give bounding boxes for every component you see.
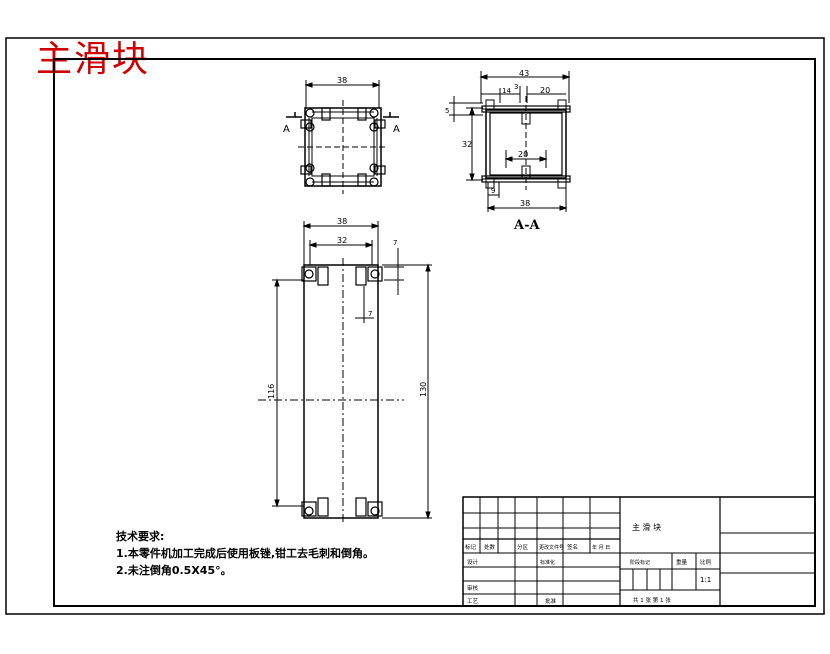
- tb-stage-mark: 阶段标记: [630, 559, 650, 566]
- title-block-part-name: 主 滑 块: [632, 522, 661, 532]
- tb-standard: 标准化: [540, 559, 555, 566]
- section-view: [449, 71, 571, 212]
- dim-section-20-mid: 20: [518, 150, 528, 159]
- outer-border: [5, 37, 825, 615]
- dim-section-9: 9: [491, 187, 495, 195]
- dim-front-7-mid: 7: [368, 310, 372, 318]
- tb-scale-value: 1:1: [700, 576, 711, 584]
- dim-section-32: 32: [462, 140, 472, 149]
- notes-line-2: 2.未注倒角0.5X45°。: [116, 564, 232, 577]
- tb-zone: 分区: [517, 543, 529, 551]
- tb-review: 审核: [467, 584, 479, 592]
- tb-ratio: 比例: [700, 558, 712, 566]
- tb-process: 工艺: [467, 598, 479, 605]
- dim-section-38: 38: [520, 199, 530, 208]
- tb-design: 设计: [467, 558, 479, 566]
- tb-signature: 签名: [567, 543, 578, 551]
- technical-notes: 技术要求: 1.本零件机加工完成后使用板锉,钳工去毛刺和倒角。 2.未注倒角0.…: [116, 528, 374, 579]
- top-view: [286, 80, 399, 194]
- cut-mark-left: A: [283, 124, 290, 135]
- dim-section-3: 3: [514, 83, 518, 91]
- section-label: A-A: [513, 218, 540, 233]
- inner-border: [53, 58, 816, 607]
- dim-front-38: 38: [337, 217, 347, 226]
- title-block: [462, 496, 816, 607]
- tb-date: 年 月 日: [592, 544, 610, 551]
- dim-front-7-top: 7: [393, 239, 397, 247]
- tb-change-doc: 更改文件号: [539, 544, 564, 551]
- dim-top-width: 38: [337, 76, 347, 85]
- dim-section-14: 14: [502, 87, 511, 95]
- dim-front-32: 32: [337, 236, 347, 245]
- notes-line-1: 1.本零件机加工完成后使用板锉,钳工去毛刺和倒角。: [116, 547, 375, 560]
- cut-mark-right: A: [393, 124, 400, 135]
- dim-section-20-top: 20: [540, 86, 550, 95]
- dim-front-116: 116: [267, 384, 276, 399]
- tb-sheets: 共 1 张 第 1 张: [633, 596, 671, 604]
- tb-weight: 重量: [676, 558, 688, 566]
- dim-front-130: 130: [419, 382, 428, 397]
- tb-approve: 批准: [545, 597, 557, 605]
- tb-count: 处数: [484, 543, 496, 551]
- front-view: [258, 221, 432, 524]
- tb-mark: 标记: [465, 543, 477, 551]
- notes-heading: 技术要求:: [116, 530, 165, 543]
- dim-section-43: 43: [519, 69, 529, 78]
- dim-section-5: 5: [445, 107, 449, 115]
